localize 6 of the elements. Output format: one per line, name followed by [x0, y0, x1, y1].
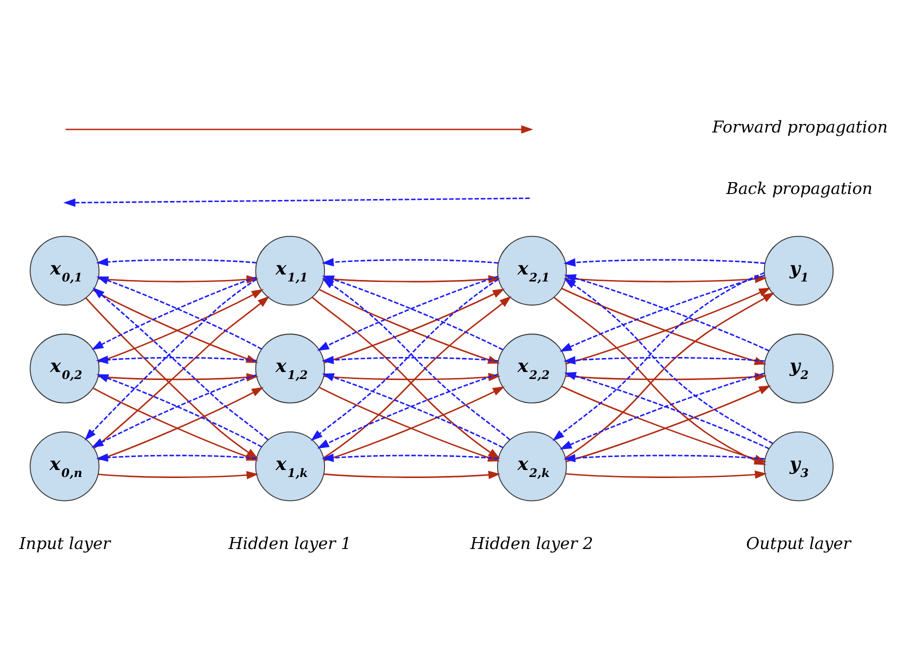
- label: Hidden layer 2: [470, 534, 594, 553]
- label: Output layer: [746, 534, 851, 553]
- legend-label: Forward propagation: [712, 117, 888, 136]
- label: Hidden layer 1: [228, 534, 352, 553]
- label: Input layer: [19, 534, 110, 553]
- legend-label: Back propagation: [726, 178, 873, 198]
